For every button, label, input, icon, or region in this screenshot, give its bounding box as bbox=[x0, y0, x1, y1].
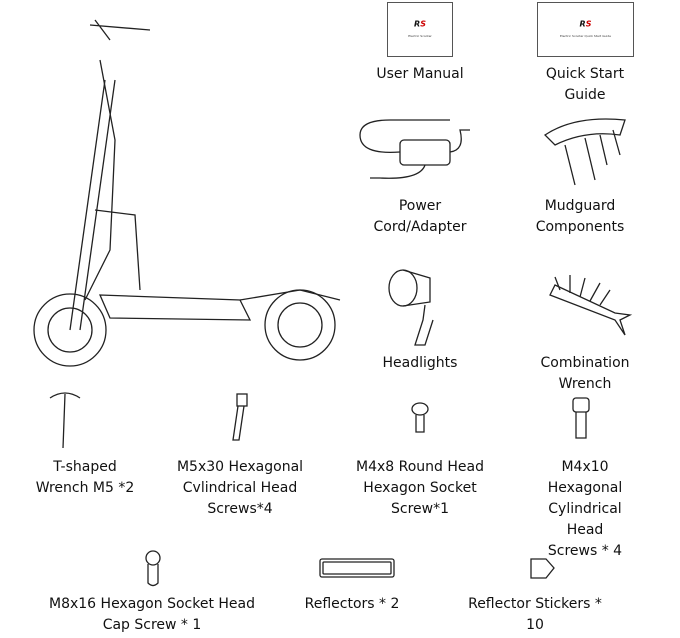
label-m8x16-screw: M8x16 Hexagon Socket Head Cap Screw * 1 bbox=[49, 596, 255, 633]
label-power-adapter: Power Cord/Adapter bbox=[373, 198, 467, 235]
label-combination-wrench: Combination Wrench bbox=[540, 355, 630, 392]
manual-subtitle: Electric Scooter bbox=[408, 33, 432, 38]
m4x10-screw-icon bbox=[572, 397, 590, 439]
quick-start-guide-image: RS Electric Scooter Quick Start Guide bbox=[537, 2, 634, 57]
label-m4x10-screw: M4x10 Hexagonal Cylindrical Head Screws … bbox=[547, 459, 623, 559]
power-adapter-icon bbox=[359, 119, 470, 179]
label-t-wrench: T-shaped Wrench M5 *2 bbox=[35, 459, 135, 496]
label-reflectors: Reflectors * 2 bbox=[304, 596, 400, 612]
guide-subtitle: Electric Scooter Quick Start Guide bbox=[559, 33, 612, 38]
label-m4x8-screw: M4x8 Round Head Hexagon Socket Screw*1 bbox=[356, 459, 484, 517]
label-user-manual: User Manual bbox=[376, 66, 464, 82]
m8x16-screw-icon bbox=[145, 550, 161, 587]
combination-wrench-icon bbox=[549, 275, 633, 336]
reflector-icon bbox=[319, 558, 395, 578]
brand-logo: RS bbox=[414, 19, 426, 29]
label-mudguard: Mudguard Components bbox=[535, 198, 625, 235]
brand-logo: RS bbox=[579, 19, 592, 29]
label-reflector-stickers: Reflector Stickers * 10 bbox=[468, 596, 602, 633]
scooter-illustration bbox=[33, 19, 341, 367]
reflector-sticker-icon bbox=[530, 558, 555, 579]
label-m5x30-screw: M5x30 Hexagonal Cvlindrical Head Screws*… bbox=[176, 459, 304, 517]
headlight-icon bbox=[388, 269, 434, 346]
m5x30-screw-icon bbox=[232, 393, 248, 441]
label-headlights: Headlights bbox=[382, 355, 458, 371]
user-manual-image: RS Electric Scooter bbox=[387, 2, 453, 57]
mudguard-icon bbox=[543, 118, 626, 186]
m4x8-screw-icon bbox=[411, 402, 429, 433]
label-quick-start-guide: Quick Start Guide bbox=[545, 66, 625, 103]
t-wrench-icon bbox=[49, 392, 81, 449]
